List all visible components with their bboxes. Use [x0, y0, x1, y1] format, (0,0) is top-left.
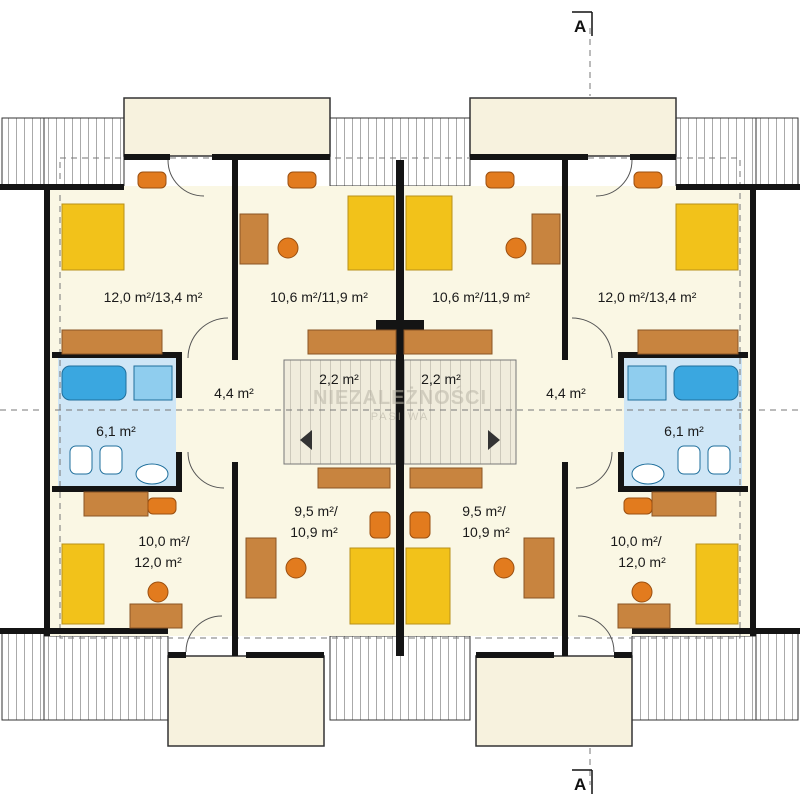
chairs [137, 171, 663, 603]
label-bedroom-ne: 12,0 m²/13,4 m² [598, 289, 697, 305]
bed-se [695, 543, 739, 625]
label-landing-w: 2,2 m² [319, 371, 359, 387]
svg-text:A: A [574, 775, 586, 794]
label-bath-w: 6,1 m² [96, 423, 136, 439]
label-bedroom-swc-line1: 9,5 m²/ [294, 503, 338, 519]
roof-hatching [1, 117, 799, 721]
bed-ne [675, 203, 739, 271]
bathroom-fixtures-east [627, 365, 739, 485]
label-bedroom-nec: 10,6 m²/11,9 m² [432, 289, 530, 305]
watermark-line2: PASI WA [371, 411, 430, 423]
label-bedroom-sw-line2: 12,0 m² [134, 554, 182, 570]
furniture [61, 213, 739, 629]
label-bedroom-nw: 12,0 m²/13,4 m² [104, 289, 203, 305]
svg-text:A: A [574, 17, 586, 36]
label-bedroom-nwc: 10,6 m²/11,9 m² [270, 289, 368, 305]
staircase [283, 359, 517, 465]
door-swings [167, 159, 633, 653]
bathroom-fixtures-west [61, 365, 173, 485]
bed-nwc [347, 195, 395, 271]
label-bedroom-se-line1: 10,0 m²/ [610, 533, 661, 549]
label-bath-e: 6,1 m² [664, 423, 704, 439]
section-marker-bottom: A [572, 769, 593, 794]
bed-swc [349, 547, 395, 625]
label-hall-e: 4,4 m² [546, 385, 586, 401]
bed-sec [405, 547, 451, 625]
bed-nw [61, 203, 125, 271]
section-marker-top: A [572, 11, 593, 36]
walls [0, 154, 800, 658]
bed-nec [405, 195, 453, 271]
watermark-line1: NIEZALEŻNOŚCI [313, 385, 487, 409]
label-bedroom-sec-line1: 9,5 m²/ [462, 503, 506, 519]
label-bedroom-swc-line2: 10,9 m² [290, 524, 338, 540]
room-labels: 12,0 m²/13,4 m² 10,6 m²/11,9 m² 10,6 m²/… [96, 289, 704, 570]
label-bedroom-sw-line1: 10,0 m²/ [138, 533, 189, 549]
label-bedroom-sec-line2: 10,9 m² [462, 524, 510, 540]
bed-sw [61, 543, 105, 625]
label-hall-w: 4,4 m² [214, 385, 254, 401]
beds [61, 195, 739, 625]
label-bedroom-se-line2: 12,0 m² [618, 554, 666, 570]
label-landing-e: 2,2 m² [421, 371, 461, 387]
